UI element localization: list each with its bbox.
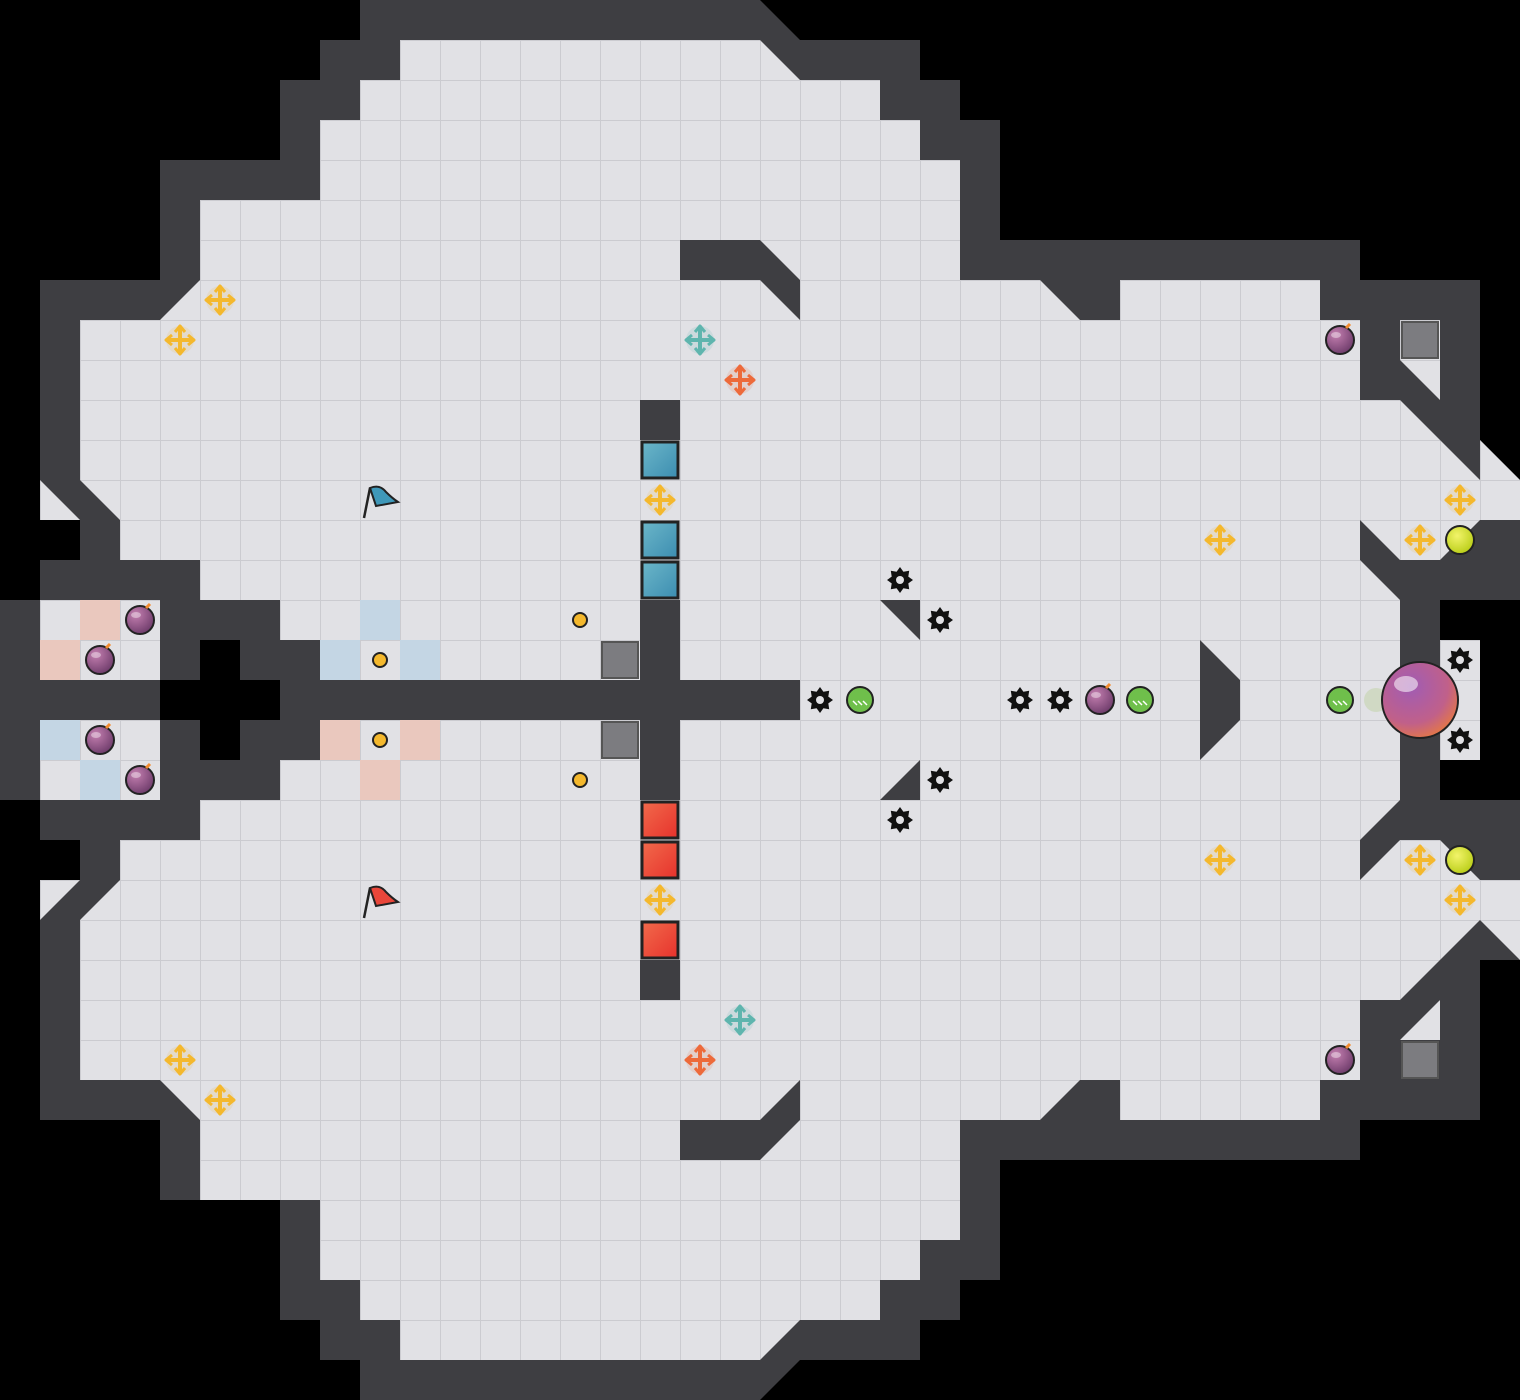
portals xyxy=(601,321,1439,1079)
bomb-icon xyxy=(1085,682,1115,715)
spike-icon xyxy=(1447,647,1473,673)
team-zones xyxy=(40,600,440,800)
spawn-dot-icon xyxy=(572,612,588,628)
boost-icon xyxy=(1444,884,1476,916)
giant-ball xyxy=(1364,661,1459,739)
powerup-icon xyxy=(1445,845,1475,875)
boost-icon xyxy=(1404,524,1436,556)
spike-icon xyxy=(1047,687,1073,713)
spike-icon xyxy=(1447,727,1473,753)
boost-icon xyxy=(644,484,676,516)
boost-layer xyxy=(164,284,1476,1116)
portal-icon xyxy=(1401,1041,1439,1079)
bomb-icon xyxy=(85,722,115,755)
portal-icon xyxy=(1401,321,1439,359)
bomb-layer xyxy=(85,322,1355,1075)
powerup-icon xyxy=(1445,525,1475,555)
spike-layer xyxy=(807,567,1473,833)
spike-icon xyxy=(887,567,913,593)
boost-icon xyxy=(1204,524,1236,556)
gate-button-icon xyxy=(1126,686,1154,714)
bomb-icon xyxy=(125,602,155,635)
interior-walls xyxy=(280,240,1240,1160)
boost-icon xyxy=(164,324,196,356)
void-area xyxy=(0,520,1520,880)
flag-icon xyxy=(362,885,401,919)
portal-icon xyxy=(601,641,639,679)
spawn-dot-icon xyxy=(572,772,588,788)
boost-icon xyxy=(724,364,756,396)
spike-icon xyxy=(927,767,953,793)
bomb-icon xyxy=(1325,1042,1355,1075)
boost-icon xyxy=(204,284,236,316)
spike-icon xyxy=(887,807,913,833)
gate-button-icon xyxy=(846,686,874,714)
gate-layer xyxy=(846,686,1354,714)
boost-icon xyxy=(204,1084,236,1116)
spawn-dot-layer xyxy=(372,612,588,788)
spike-icon xyxy=(807,687,833,713)
gate-button-icon xyxy=(1326,686,1354,714)
spawn-dot-icon xyxy=(372,732,388,748)
spawn-dot-icon xyxy=(372,652,388,668)
bomb-icon xyxy=(85,642,115,675)
boost-icon xyxy=(164,1044,196,1076)
boost-icon xyxy=(1444,484,1476,516)
bomb-icon xyxy=(1325,322,1355,355)
powerup-layer xyxy=(1445,525,1475,875)
boost-icon xyxy=(684,1044,716,1076)
portal-icon xyxy=(601,721,639,759)
boost-icon xyxy=(684,324,716,356)
boost-icon xyxy=(724,1004,756,1036)
bomb-icon xyxy=(125,762,155,795)
flag-icon xyxy=(362,485,401,519)
spike-icon xyxy=(927,607,953,633)
boost-icon xyxy=(1404,844,1436,876)
spike-icon xyxy=(1007,687,1033,713)
boost-icon xyxy=(644,884,676,916)
boost-icon xyxy=(1204,844,1236,876)
team-blocks xyxy=(640,440,680,960)
